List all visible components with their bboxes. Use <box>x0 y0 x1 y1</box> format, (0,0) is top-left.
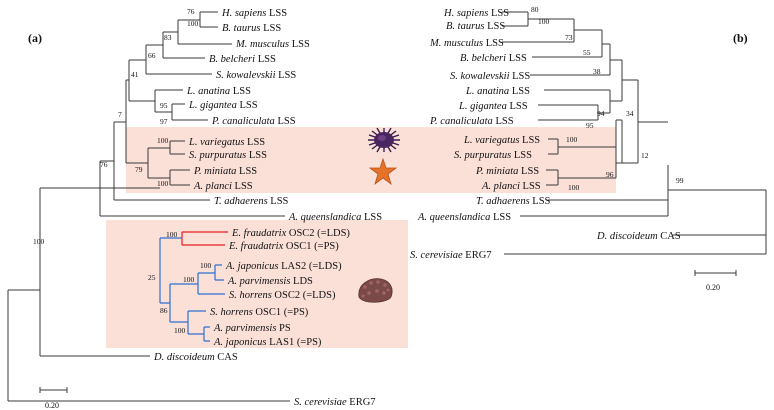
tree-a-blue-branches <box>159 237 225 342</box>
leaf-a-a-parvimensis-ps: A. parvimensis PS <box>213 323 291 334</box>
scale-label-a: 0.20 <box>45 401 59 410</box>
leaf-a-b-taurus: B. taurus LSS <box>222 23 281 34</box>
leaf-a-l-variegatus: L. variegatus LSS <box>188 137 265 148</box>
leaf-b-m-musculus: M. musculus LSS <box>429 38 504 49</box>
bootstrap-value: 94 <box>597 109 605 118</box>
bootstrap-value: 12 <box>641 151 649 160</box>
bootstrap-value: 7 <box>118 110 122 119</box>
bootstrap-value: 79 <box>135 165 143 174</box>
bootstrap-value: 55 <box>583 48 591 57</box>
bootstrap-value: 100 <box>538 17 550 26</box>
leaf-a-s-kowalevskii: S. kowalevskii LSS <box>216 70 296 81</box>
leaf-a-p-miniata: P. miniata LSS <box>193 166 257 177</box>
bootstrap-value: 80 <box>531 5 539 14</box>
leaf-b-t-adhaerens: T. adhaerens LSS <box>476 196 551 207</box>
bootstrap-value: 66 <box>148 51 156 60</box>
leaf-a-a-parvimensis-lds: A. parvimensis LDS <box>227 276 313 287</box>
leaf-b-s-cerevisiae: S. cerevisiae ERG7 <box>410 250 492 261</box>
leaf-b-h-sapiens: H. sapiens LSS <box>443 8 509 19</box>
bootstrap-value: 38 <box>593 67 601 76</box>
bootstrap-value: 100 <box>187 19 199 28</box>
scale-bar-a: 0.20 <box>39 387 68 410</box>
bootstrap-value: 25 <box>148 273 156 282</box>
bootstrap-value: 96 <box>606 170 614 179</box>
leaf-a-a-queenslandica: A. queenslandica LSS <box>288 212 382 223</box>
echinoderm-highlight-a <box>126 127 616 193</box>
panel-label-a: (a) <box>28 31 42 45</box>
sea-cucumber-icon <box>358 278 393 303</box>
leaf-a-l-gigantea: L. gigantea LSS <box>188 100 258 111</box>
bootstrap-value: 83 <box>164 33 172 42</box>
bootstrap-value: 97 <box>160 117 168 126</box>
leaf-a-s-horrens-osc2: S. horrens OSC2 (=LDS) <box>229 290 336 301</box>
sea-urchin-icon <box>368 127 400 153</box>
leaf-a-l-anatina: L. anatina LSS <box>186 86 251 97</box>
leaf-a-s-cerevisiae: S. cerevisiae ERG7 <box>294 397 376 408</box>
scale-bar-b: 0.20 <box>694 270 737 292</box>
leaf-b-l-gigantea: L. gigantea LSS <box>458 101 528 112</box>
leaf-a-a-japonicus-las1: A. japonicus LAS1 (=PS) <box>213 337 322 348</box>
bootstrap-value: 95 <box>160 101 168 110</box>
leaf-b-a-queenslandica: A. queenslandica LSS <box>417 212 511 223</box>
leaf-a-s-purpuratus: S. purpuratus LSS <box>189 150 267 161</box>
leaf-b-b-belcheri: B. belcheri LSS <box>460 53 527 64</box>
leaf-b-s-purpuratus: S. purpuratus LSS <box>454 150 532 161</box>
bootstrap-value: 100 <box>568 183 580 192</box>
leaf-b-p-miniata: P. miniata LSS <box>475 166 539 177</box>
tree-b-bootstrap-values: 80 100 73 55 38 94 95 34 100 96 100 12 9… <box>531 5 684 192</box>
tree-b-branches <box>502 11 767 255</box>
leaf-b-a-planci: A. planci LSS <box>481 181 541 192</box>
leaf-a-a-planci: A. planci LSS <box>193 181 253 192</box>
starfish-icon <box>368 157 398 186</box>
leaf-b-d-discoideum: D. discoideum CAS <box>596 231 681 242</box>
leaf-a-p-canaliculata: P. canaliculata LSS <box>211 116 296 127</box>
bootstrap-value: 100 <box>566 135 578 144</box>
leaf-b-l-variegatus: L. variegatus LSS <box>463 135 540 146</box>
leaf-a-b-belcheri: B. belcheri LSS <box>209 54 276 65</box>
bootstrap-value: 99 <box>676 176 684 185</box>
bootstrap-value: 100 <box>157 136 169 145</box>
leaf-b-p-canaliculata: P. canaliculata LSS <box>429 116 514 127</box>
bootstrap-value: 73 <box>565 33 573 42</box>
bootstrap-value: 34 <box>626 109 634 118</box>
leaf-a-t-adhaerens: T. adhaerens LSS <box>214 196 289 207</box>
tree-a-bootstrap-values: 76 100 83 66 41 95 97 7 100 79 100 76 10… <box>33 7 212 335</box>
bootstrap-value: 100 <box>174 326 186 335</box>
leaf-a-h-sapiens: H. sapiens LSS <box>221 8 287 19</box>
bootstrap-value: 100 <box>183 275 195 284</box>
tree-a-labels: H. sapiens LSS B. taurus LSS M. musculus… <box>153 8 382 408</box>
leaf-a-a-japonicus-las2: A. japonicus LAS2 (=LDS) <box>225 261 342 272</box>
bootstrap-value: 100 <box>157 179 169 188</box>
bootstrap-value: 95 <box>586 121 594 130</box>
leaf-a-e-fraudatrix-osc2: E. fraudatrix OSC2 (=LDS) <box>231 228 350 239</box>
bootstrap-value: 100 <box>166 230 178 239</box>
leaf-a-d-discoideum: D. discoideum CAS <box>153 352 238 363</box>
bootstrap-value: 76 <box>100 160 108 169</box>
holothurian-highlight-a <box>106 220 408 348</box>
leaf-a-s-horrens-osc1: S. horrens OSC1 (=PS) <box>210 307 309 318</box>
leaf-b-b-taurus: B. taurus LSS <box>446 21 505 32</box>
bootstrap-value: 76 <box>187 7 195 16</box>
bootstrap-value: 100 <box>200 261 212 270</box>
tree-b-labels: H. sapiens LSS B. taurus LSS M. musculus… <box>410 8 681 261</box>
leaf-a-m-musculus: M. musculus LSS <box>235 39 310 50</box>
bootstrap-value: 100 <box>33 237 45 246</box>
leaf-a-e-fraudatrix-osc1: E. fraudatrix OSC1 (=PS) <box>228 241 339 252</box>
leaf-b-l-anatina: L. anatina LSS <box>465 86 530 97</box>
panel-label-b: (b) <box>733 31 748 45</box>
scale-label-b: 0.20 <box>706 283 720 292</box>
tree-a-branches <box>7 11 290 402</box>
leaf-b-s-kowalevskii: S. kowalevskii LSS <box>450 71 530 82</box>
bootstrap-value: 41 <box>131 70 139 79</box>
bootstrap-value: 86 <box>160 306 168 315</box>
